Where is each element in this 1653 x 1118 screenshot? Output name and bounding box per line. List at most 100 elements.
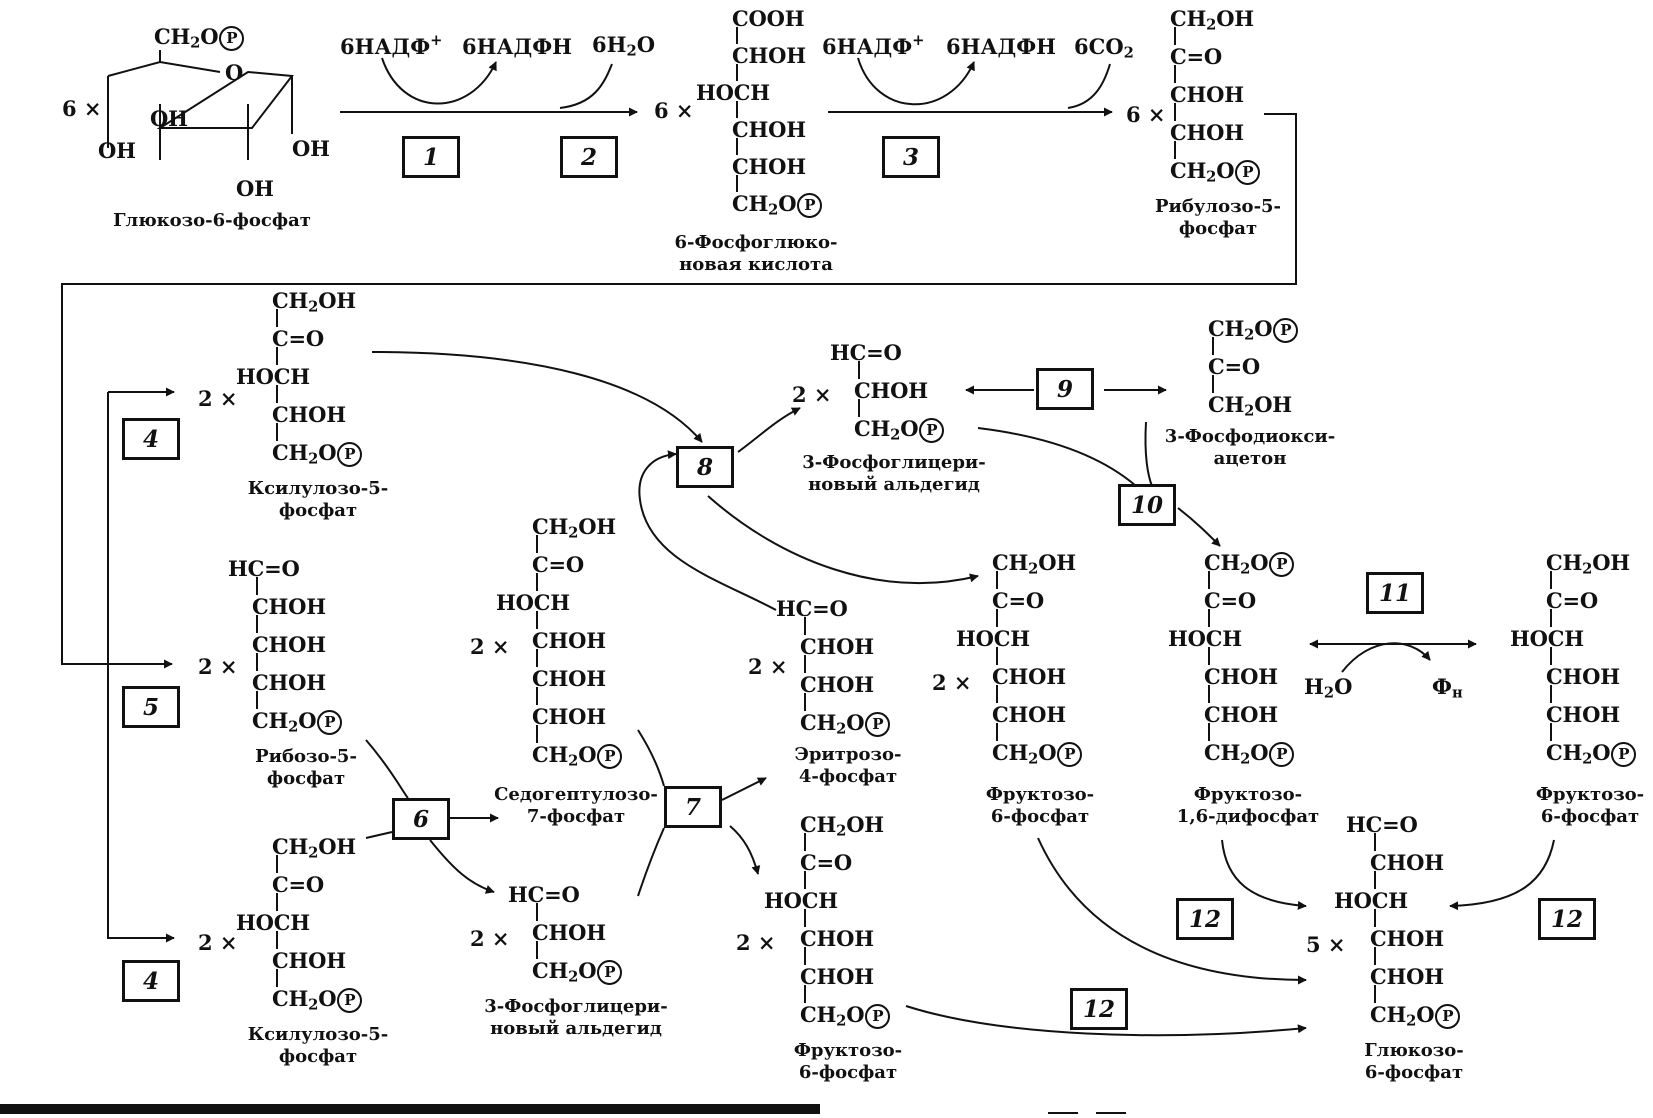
connector-branch-bottom [107,392,175,943]
group-sub: 2 [1028,560,1039,578]
group-hoch: HOCH [1334,888,1408,913]
fructose16bp-bond [1208,571,1210,589]
group-o: O [578,958,597,983]
group-choh: CHOH [732,154,806,179]
fructose6p-mid-row: C=O [992,590,1044,611]
arrow-f6p-right-to-g6p [1449,839,1555,911]
cof-sup: + [912,32,925,49]
group-choh: CHOH [532,666,606,691]
phosphate-circle-icon: P [865,1004,891,1029]
caption-e4p: Эритрозо-4-фосфат [795,744,902,787]
multiplier-text: 2 × [198,930,238,955]
group-sub: 2 [568,968,579,986]
group-oh: OH [1254,392,1292,417]
arrow-8-to-gap [737,407,801,453]
group-sub: 2 [1206,168,1217,186]
ribose5p-bond [256,577,258,595]
ribose5p-row: CHOH [252,672,326,693]
caption-f6p-mid-line: Фруктозо- [985,784,1095,805]
caption-ribulose5p-line: фосфат [1178,217,1258,239]
sedoheptulose7p-row: HOCH [496,592,570,613]
glucose-substituent-bonds [107,50,293,160]
fructose16bp-row: CHOH [1204,666,1278,687]
group-ch: CH [272,288,309,313]
ribose5p-bond [256,653,258,671]
arrow-6-to-gap [429,839,495,894]
group-choh: CHOH [272,402,346,427]
phosphate-circle-icon: P [1435,1004,1461,1029]
ribose5p-bond [256,615,258,633]
group-sub: 2 [836,1012,847,1030]
phosphate-circle-icon: P [1273,318,1299,343]
group-oh: OH [318,834,356,859]
group-ch: CH [854,416,891,441]
group-sub: 2 [768,201,779,219]
fructose6p-right-row: C=O [1546,590,1598,611]
enzyme-box-12: 12 [1538,898,1596,940]
cof-text: 6НАДФ [822,33,913,59]
cof-text: 6НАДФ [340,33,431,59]
erythrose4p-row: HC=O [776,598,848,619]
nadph-1: 6НАДФН [462,36,572,57]
group-sub: 2 [1582,560,1593,578]
scan-edge-bar [0,1104,820,1114]
fructose6p-right-row: HOCH [1510,628,1584,649]
caption-xylulose5p-bottom-line: Ксилулозо-5- [247,1024,389,1045]
group-choh: CHOH [1370,926,1444,951]
cof-text: H [1304,674,1324,699]
group-choh: CHOH [1546,702,1620,727]
group-oh: OH [1038,550,1076,575]
group-choh: CHOH [532,704,606,729]
group-sub: 2 [1028,750,1039,768]
fructose6p-mid-bond [996,723,998,741]
fructose6p-right-bond [1550,685,1552,703]
fructose6p-right-row: CHOH [1546,704,1620,725]
caption-gap-top: 3-Фосфоглицери-новый альдегид [802,452,986,495]
fructose6p-mid-row: CH2OH [992,552,1076,577]
group-hoch: HOCH [496,590,570,615]
enzyme-box-10: 10 [1118,484,1176,526]
group-ch: CH [992,740,1029,765]
fructose16bp-bond [1208,647,1210,665]
multiplier-text: 2 × [198,386,238,411]
group-sub: 2 [890,426,901,444]
caption-xylulose5p-top-line: Ксилулозо-5- [247,478,389,499]
group-choh: CHOH [732,43,806,68]
phosphate-circle-icon: P [337,988,363,1013]
cof-text: O [1334,674,1353,699]
fructose6p-bottom-row: CH2OH [800,814,884,839]
group-hoch: HOCH [236,910,310,935]
ring-oh-left: OH [98,140,136,161]
caption-f6p-right-line: 6-фосфат [1540,805,1640,827]
cof-text: 6НАДФН [946,34,1056,59]
ribose5p-row: CHOH [252,596,326,617]
cofactor-arc-3 [857,57,975,106]
group-hco: HC=O [830,340,902,365]
fructose6p-mid-row: CHOH [992,666,1066,687]
glucose6p-final-bond [1374,871,1376,889]
xylulose5p-top-bond [276,347,278,365]
group-ch: CH [532,742,569,767]
group-choh: CHOH [992,664,1066,689]
sedoheptulose7p-bond [536,535,538,553]
multiplier-ribose5p: 2 × [198,656,238,677]
caption-f6p-bottom-line: Фруктозо- [793,1040,903,1061]
ring-oh-right: OH [292,138,330,159]
group-o: O [578,742,597,767]
fructose6p-bottom-bond [804,985,806,1003]
group-choh: CHOH [252,632,326,657]
pgluconate-row: CHOH [732,119,806,140]
group-hoch: HOCH [764,888,838,913]
dhap-row: C=O [1208,356,1260,377]
